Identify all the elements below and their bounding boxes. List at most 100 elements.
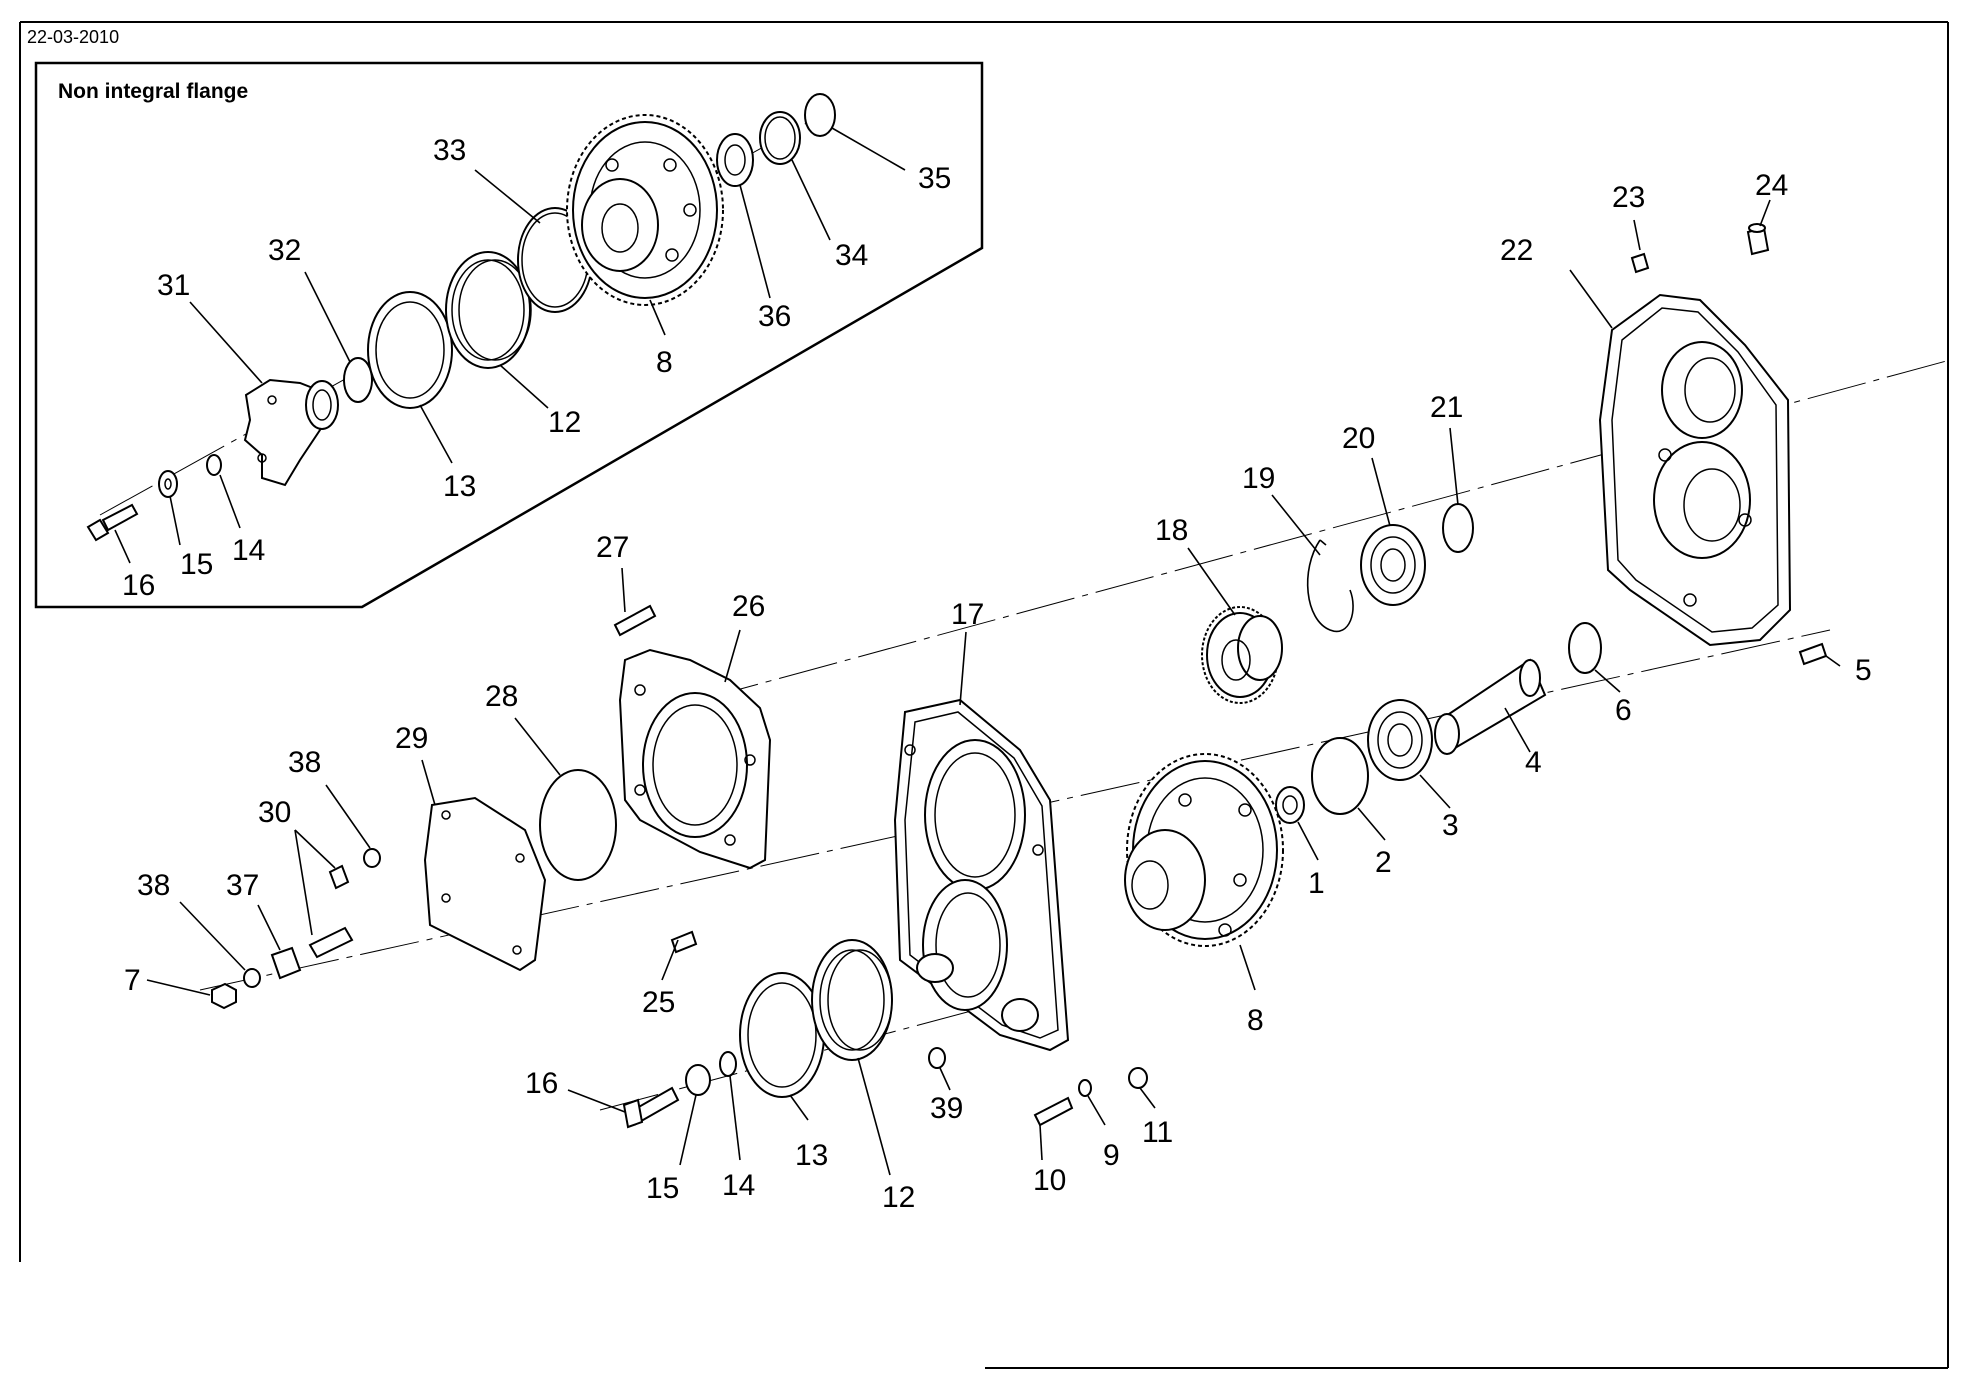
inset-label: 35 [918,162,951,195]
leader-lines [114,127,1841,1176]
snap-ring-21 [1442,503,1474,553]
part-label: 16 [525,1067,558,1100]
inset-title: Non integral flange [58,80,249,103]
plug-39 [928,1047,946,1069]
main-parts [199,223,1951,1129]
inset-label: 36 [758,300,791,333]
inset-label: 14 [232,534,265,567]
inset-label: 15 [180,548,213,581]
part-label: 10 [1033,1164,1066,1197]
oring-28 [539,769,617,881]
inset-label: 8 [656,346,673,379]
inset-label: 34 [835,239,868,272]
part-label: 22 [1500,234,1533,267]
part-label: 39 [930,1092,963,1125]
part-label: 17 [951,598,984,631]
part-label: 1 [1308,867,1325,900]
part-label: 18 [1155,514,1188,547]
part-label: 8 [1247,1004,1264,1037]
snap-ring-6 [1568,622,1602,674]
part-label: 21 [1430,391,1463,424]
idler-gear-18 [1201,606,1283,704]
inset-bolt [86,503,139,542]
part-label: 5 [1855,654,1872,687]
part-label: 6 [1615,694,1632,727]
washer-9 [1078,1079,1092,1097]
nut-7 [211,982,237,1010]
part-label: 4 [1525,746,1542,779]
drawing-date: 22-03-2010 [27,27,120,47]
part-label: 3 [1442,809,1459,842]
inset-oring-32 [343,357,373,403]
bolt-25 [670,930,698,954]
inset-washer [158,470,178,498]
screw-30-upper [328,864,350,890]
inset-parts [86,93,836,542]
part-label: 30 [258,796,291,829]
dowel-pin-23 [1630,252,1650,274]
clip-19 [1306,539,1354,633]
inset-ring-34 [759,111,801,165]
inset-gear [566,114,724,306]
part-label: 24 [1755,169,1788,202]
part-label: 23 [1612,181,1645,214]
inset-seal-13 [367,291,453,409]
inset-label: 12 [548,406,581,439]
cover-plate-29 [423,796,547,972]
part-label: 7 [124,964,141,997]
inset-label: 16 [122,569,155,602]
part-label: 20 [1342,422,1375,455]
part-label: 37 [226,869,259,902]
washer-38-upper [363,848,381,868]
inset-seal-12 [445,251,532,369]
part-label: 28 [485,680,518,713]
part-label: 25 [642,986,675,1019]
part-label: 26 [732,590,765,623]
part-number-labels: 31 32 33 8 12 13 14 15 16 36 34 35 23 24… [122,134,1872,1214]
part-label: 29 [395,722,428,755]
part-label: 12 [882,1181,915,1214]
inset-label: 33 [433,134,466,167]
part-label: 27 [596,531,629,564]
part-label: 13 [795,1139,828,1172]
seal-12 [811,939,893,1061]
inset-label: 13 [443,470,476,503]
inset-snap-ring-35 [804,93,836,137]
inset-box [34,61,984,609]
housing-17 [893,698,1070,1052]
inset-label: 32 [268,234,301,267]
bolt-10 [1033,1096,1074,1127]
inset-label: 31 [157,269,190,302]
output-shaft-4 [1434,658,1547,755]
part-label: 19 [1242,462,1275,495]
plate-26 [618,648,772,870]
part-label: 14 [722,1169,755,1202]
drive-gear-8 [1124,753,1284,947]
stud-30 [308,926,354,959]
bearing-20 [1360,524,1426,606]
inset-yoke [243,378,339,487]
inset-bearing-36 [716,133,754,187]
part-label: 38 [288,746,321,779]
oring-14 [719,1051,737,1077]
spacer-37 [270,946,302,980]
part-label: 38 [137,869,170,902]
part-label: 11 [1142,1116,1173,1149]
snap-ring-2 [1311,737,1369,815]
breather-24 [1746,223,1770,256]
washer-38-lower [243,968,261,988]
part-label: 2 [1375,846,1392,879]
bearing-3 [1367,699,1433,781]
bolt-5 [1798,642,1828,666]
part-label: 9 [1103,1139,1120,1172]
inset-small-oring [206,454,222,476]
part-label: 15 [646,1172,679,1205]
sheet-frame [19,21,1949,1369]
washer-15 [685,1064,711,1096]
washer-1 [1275,786,1305,824]
bolt-27 [613,604,657,637]
plug-11 [1128,1067,1148,1089]
rear-cover-22 [1598,293,1792,647]
